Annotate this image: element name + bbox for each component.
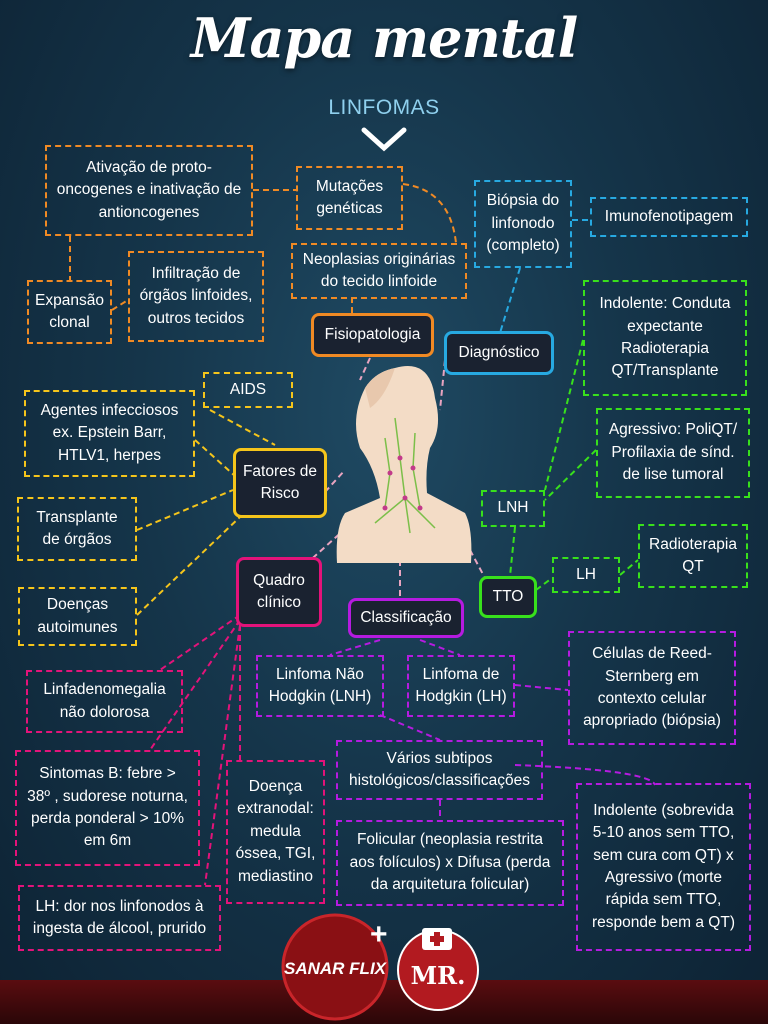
node-aids: AIDS [203, 372, 293, 408]
node-tto-indolente: Indolente: Conduta expectante Radioterap… [583, 280, 747, 396]
hub-fatores-risco[interactable]: Fatores de Risco [233, 448, 327, 518]
connector-doencas-fatores [136, 516, 241, 616]
node-doencas: Doenças autoimunes [18, 587, 137, 646]
node-mutacoes: Mutações genéticas [296, 166, 403, 230]
connector-tto-center [469, 549, 486, 579]
node-transplante-text: Transplante de órgãos [36, 508, 118, 548]
hub-fisiopatologia[interactable]: Fisiopatologia [311, 313, 434, 357]
node-doencas-text: Doenças autoimunes [37, 596, 118, 636]
connector-subtipos-indolente [514, 764, 656, 786]
node-subtipos: Vários subtipos histológicos/classificaç… [336, 740, 543, 800]
node-class-lnh-text: Linfoma Não Hodgkin (LNH) [268, 665, 372, 705]
node-sintomas-b-text: Sintomas B: febre > 38º , sudorese notur… [27, 765, 188, 850]
node-expansao: Expansão clonal [27, 280, 112, 344]
node-tto-lh-text: LH [576, 565, 596, 583]
chevron-down-icon [361, 127, 407, 152]
node-aids-text: AIDS [229, 380, 267, 398]
plus-sign: + [370, 918, 388, 951]
node-expansao-text: Expansão clonal [35, 291, 104, 331]
page-subtitle: LINFOMAS [328, 96, 440, 119]
connector-expansao-infiltracao [111, 299, 129, 311]
connector-aids-fatores [209, 409, 276, 446]
node-neoplasias-text: Neoplasias originárias do tecido linfoid… [302, 250, 456, 290]
node-tto-radio: Radioterapia QT [638, 524, 748, 588]
node-infiltracao: Infiltração de órgãos linfoides, outros … [128, 251, 264, 342]
connector-qc-sintomas [149, 619, 241, 751]
node-ativacao-text: Ativação de proto- oncogenes e inativaçã… [56, 158, 242, 221]
node-imuno-text: Imunofenotipagem [604, 207, 734, 225]
hub-diagnostico-label: Diagnóstico [458, 343, 540, 361]
hub-fisiopatologia-label: Fisiopatologia [324, 325, 421, 343]
connector-qc-lhdor [204, 624, 241, 886]
hub-fatores-risco-label: Fatores de Risco [242, 462, 318, 502]
node-tto-radio-text: Radioterapia QT [649, 535, 737, 575]
node-lh-dor-text: LH: dor nos linfonodos à ingesta de álco… [32, 897, 207, 937]
connector-fatores-center [324, 469, 346, 493]
node-sintomas-b: Sintomas B: febre > 38º , sudorese notur… [15, 750, 200, 866]
hub-quadro-clinico-label: Quadro clínico [253, 571, 305, 611]
connector-transplante-fatores [136, 489, 234, 531]
mr-logo: MR. [397, 928, 479, 1011]
node-tto-indolente-text: Indolente: Conduta expectante Radioterap… [599, 295, 731, 380]
node-extranodal: Doença extranodal: medula óssea, TGI, me… [226, 760, 325, 904]
page-title: Mapa mental [190, 6, 579, 70]
node-agentes: Agentes infecciosos ex. Epstein Barr, HT… [24, 390, 195, 477]
node-class-indolente: Indolente (sobrevida 5-10 anos sem TTO, … [576, 783, 751, 951]
hub-classificacao[interactable]: Classificação [348, 598, 464, 638]
node-biopsia: Biópsia do linfonodo (completo) [474, 180, 572, 268]
node-tto-agressivo-text: Agressivo: PoliQT/ Profilaxia de sínd. d… [608, 421, 738, 484]
hub-diagnostico[interactable]: Diagnóstico [444, 331, 554, 375]
node-ativacao: Ativação de proto- oncogenes e inativaçã… [45, 145, 253, 236]
node-reed-sternberg: Células de Reed- Sternberg em contexto c… [568, 631, 736, 745]
connector-indolente-lnh [544, 339, 584, 491]
hub-classificacao-label: Classificação [360, 608, 452, 626]
node-class-lh: Linfoma de Hodgkin (LH) [407, 655, 515, 717]
connector-lh-radio [619, 559, 639, 576]
mr-logo-text: MR. [411, 961, 466, 990]
node-class-lh-text: Linfoma de Hodgkin (LH) [415, 665, 507, 705]
node-infiltracao-text: Infiltração de órgãos linfoides, outros … [139, 264, 253, 327]
connector-agentes-fatores [194, 439, 236, 477]
connector-agressivo-lnh [544, 449, 597, 501]
node-biopsia-text: Biópsia do linfonodo (completo) [486, 192, 560, 255]
node-mutacoes-text: Mutações genéticas [315, 177, 384, 217]
node-neoplasias: Neoplasias originárias do tecido linfoid… [291, 243, 467, 299]
node-tto-lnh-text: LNH [497, 499, 529, 517]
node-subtipos-text: Vários subtipos histológicos/classificaç… [349, 749, 530, 789]
connector-lh-tto [535, 577, 553, 591]
node-tto-agressivo: Agressivo: PoliQT/ Profilaxia de sínd. d… [596, 408, 750, 498]
hub-tto[interactable]: TTO [479, 576, 537, 618]
node-lh-dor: LH: dor nos linfonodos à ingesta de álco… [18, 885, 221, 951]
connector-diag-center [439, 359, 446, 411]
connector-biopsia-diag [499, 267, 521, 334]
connector-class-lnh [329, 639, 381, 656]
node-reed-sternberg-text: Células de Reed- Sternberg em contexto c… [583, 645, 721, 730]
hub-quadro-clinico[interactable]: Quadro clínico [236, 557, 322, 627]
node-linfadenomegalia: Linfadenomegalia não dolorosa [26, 670, 183, 733]
connector-lnh-tto [509, 526, 516, 577]
connector-lnh-subtipos [379, 714, 441, 741]
connector-lh-reed [514, 684, 569, 691]
node-extranodal-text: Doença extranodal: medula óssea, TGI, me… [235, 777, 316, 885]
node-imuno: Imunofenotipagem [590, 197, 748, 237]
sanar-flix-logo-text: SANAR FLIX [284, 959, 388, 978]
connector-fisio-center [359, 357, 371, 381]
node-agentes-text: Agentes infecciosos ex. Epstein Barr, HT… [40, 401, 179, 464]
node-class-lnh: Linfoma Não Hodgkin (LNH) [256, 655, 384, 717]
node-folicular: Folicular (neoplasia restrita aos folícu… [336, 820, 564, 906]
head-neck-illustration [336, 366, 472, 563]
node-tto-lh: LH [552, 557, 620, 593]
connector-mutacoes-neoplasias [402, 183, 457, 244]
connector-class-lh [419, 639, 461, 656]
node-folicular-text: Folicular (neoplasia restrita aos folícu… [349, 831, 551, 894]
node-linfadenomegalia-text: Linfadenomegalia não dolorosa [43, 681, 166, 721]
node-class-indolente-text: Indolente (sobrevida 5-10 anos sem TTO, … [591, 801, 735, 931]
node-tto-lnh: LNH [481, 490, 545, 527]
sanar-flix-logo: SANAR FLIX [281, 913, 389, 1021]
hub-tto-label: TTO [492, 587, 524, 605]
connector-qc-linfadeno [159, 614, 241, 671]
node-transplante: Transplante de órgãos [17, 497, 137, 561]
